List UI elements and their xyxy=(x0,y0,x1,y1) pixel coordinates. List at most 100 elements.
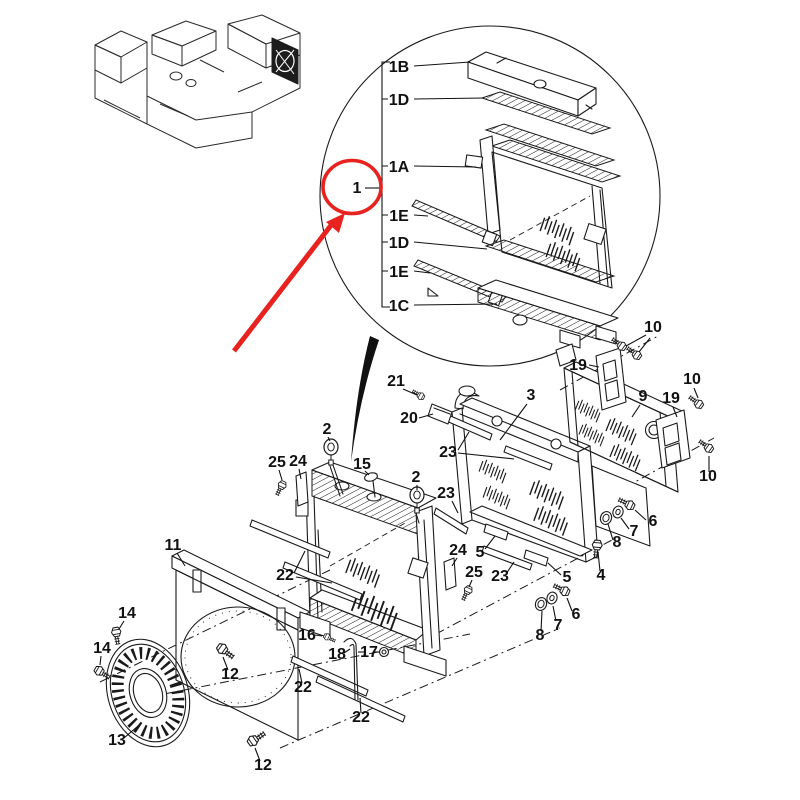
detail-circle-outline xyxy=(319,25,661,367)
radiator-core-1A xyxy=(464,123,622,289)
part-callout-10-leader xyxy=(693,387,699,399)
part-callout-22-leader xyxy=(295,576,333,584)
part-callout-13-leader xyxy=(123,725,139,739)
part-callout-16: 16 xyxy=(298,627,316,644)
part-callout-10: 10 xyxy=(699,468,717,485)
part-callout-16-leader xyxy=(314,634,323,637)
part-callout-19: 19 xyxy=(662,390,680,407)
part-callout-19-leader xyxy=(672,406,678,418)
part-callout-24-leader xyxy=(451,557,458,567)
core-seal-lower-1D xyxy=(484,239,616,283)
part-callout-20: 20 xyxy=(400,410,418,427)
fittings-20-21 xyxy=(410,387,453,425)
part-callout-10: 10 xyxy=(683,371,701,388)
machine-locator-thumbnail xyxy=(94,14,301,149)
mount-brackets-19 xyxy=(595,347,691,469)
part-callout-11-leader xyxy=(176,552,186,567)
part-callout-12: 12 xyxy=(254,757,272,774)
fittings-16-17-18 xyxy=(322,632,390,701)
seal-strips-23 xyxy=(433,413,533,571)
part-callout-10: 10 xyxy=(644,319,662,336)
part-callout-23-leader xyxy=(457,452,515,460)
part-callout-11: 11 xyxy=(165,537,182,554)
radiator-3 xyxy=(451,385,651,563)
part-callout-8: 8 xyxy=(613,534,622,551)
part-callout-22-leader xyxy=(293,550,306,574)
part-callout-4: 4 xyxy=(597,567,606,584)
part-callout-3: 3 xyxy=(527,387,536,404)
fan-shroud xyxy=(171,549,311,741)
part-callout-8-leader xyxy=(607,523,614,541)
part-callout-25-leader xyxy=(278,469,283,481)
part-callout-23-leader xyxy=(451,500,459,514)
part-callout-10-leader xyxy=(638,337,651,353)
part-callout-14-leader xyxy=(118,620,125,630)
part-callout-7: 7 xyxy=(554,617,563,634)
part-callout-3-leader xyxy=(499,403,528,441)
part-callout-22: 22 xyxy=(352,709,370,726)
mount-pads-5 xyxy=(483,523,549,567)
part-callout-23: 23 xyxy=(437,485,455,502)
part-callout-5: 5 xyxy=(476,544,485,561)
part-callout-19: 19 xyxy=(569,357,587,374)
detail-leader-swoosh xyxy=(351,336,379,462)
detail-label-1B-leader xyxy=(413,61,471,67)
part-callout-24: 24 xyxy=(289,453,307,470)
part-callout-12-leader xyxy=(254,747,261,762)
detail-label-1D: 1D xyxy=(389,235,409,252)
main-radiator xyxy=(295,461,447,677)
part-callout-22: 22 xyxy=(294,679,312,696)
detail-label-1E-leader xyxy=(413,270,431,274)
detail-label-1C: 1C xyxy=(389,298,410,315)
radiator-top-tank-1B xyxy=(467,51,597,117)
part-callout-2: 2 xyxy=(412,469,421,486)
part-callout-21: 21 xyxy=(387,373,405,390)
mount-grommets-and-cap xyxy=(323,438,425,524)
radiator-location-highlight xyxy=(271,37,299,85)
part-callout-7-leader xyxy=(552,605,557,622)
part-callout-21-leader xyxy=(402,388,418,396)
part-callout-5-leader xyxy=(484,535,496,550)
part-callout-7-leader xyxy=(620,517,630,530)
part-callout-17: 17 xyxy=(360,644,378,661)
core-seal-upper-1D xyxy=(480,91,612,135)
part-callout-24-leader xyxy=(298,468,302,480)
detail-label-1D-leader xyxy=(413,97,485,100)
seal-strips-22 xyxy=(249,519,406,723)
part-callout-6: 6 xyxy=(572,606,581,623)
part-callout-19-leader xyxy=(588,364,600,368)
fan-guard xyxy=(105,638,191,748)
assembly-axis-lines xyxy=(99,335,715,749)
part-callout-14: 14 xyxy=(93,640,111,657)
part-callout-7: 7 xyxy=(630,523,639,540)
radiator-bottom-tank-1C xyxy=(477,279,619,349)
part-callout-14-leader xyxy=(99,655,102,666)
detail-label-1A-leader xyxy=(413,165,477,168)
part-callout-6-leader xyxy=(634,509,647,521)
part-callout-12-leader xyxy=(222,656,229,671)
part-callout-9: 9 xyxy=(639,388,648,405)
part-callout-15: 15 xyxy=(353,456,371,473)
detail-label-1A: 1A xyxy=(389,159,410,176)
part-callout-8-leader xyxy=(540,610,543,632)
part-callout-22: 22 xyxy=(276,567,294,584)
part-callout-10-leader xyxy=(625,334,647,347)
detail-label-1D-leader xyxy=(413,241,488,250)
part-callout-23: 23 xyxy=(491,568,509,585)
part-callout-22-leader xyxy=(298,668,303,684)
part-callout-23-leader xyxy=(505,561,515,575)
detail-label-1B: 1B xyxy=(389,59,409,76)
part-callout-18-leader xyxy=(343,648,351,654)
side-plate-left-24-25 xyxy=(273,471,309,507)
part-callout-6-leader xyxy=(566,597,573,612)
part-callout-8: 8 xyxy=(536,627,545,644)
part-callout-23: 23 xyxy=(439,444,457,461)
part-callout-18: 18 xyxy=(328,646,346,663)
part-callout-15-leader xyxy=(364,470,370,476)
part-callout-23-leader xyxy=(457,431,470,451)
detail-label-1D: 1D xyxy=(389,92,409,109)
